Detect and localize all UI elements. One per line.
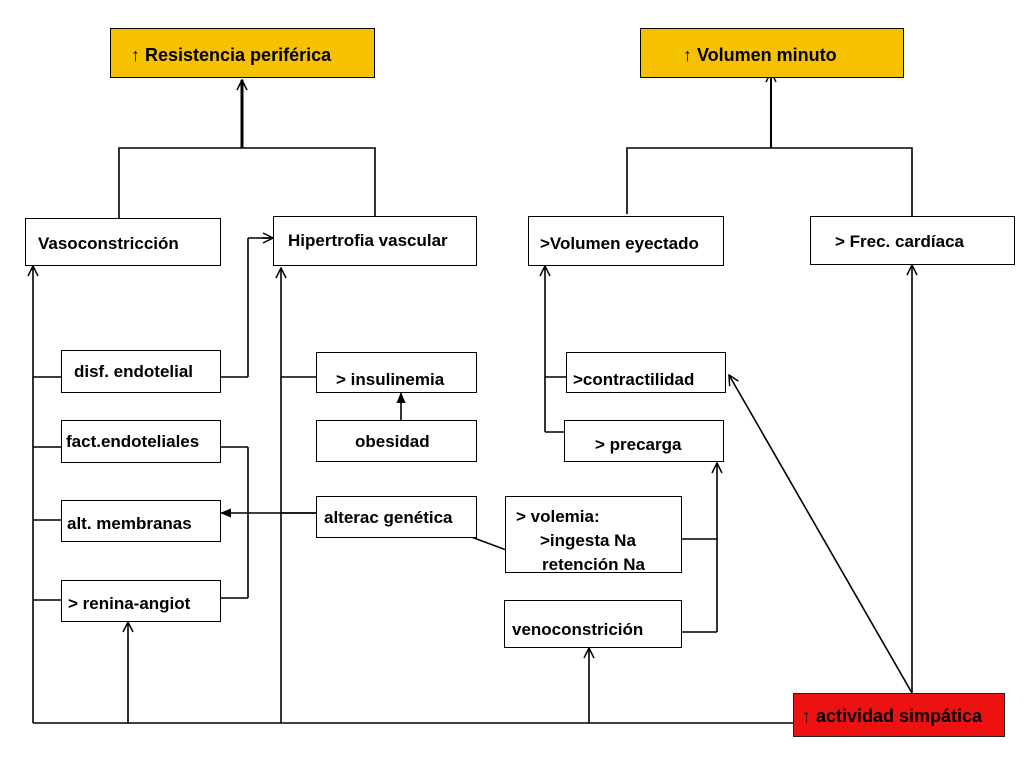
frec-cardiaca-box: > Frec. cardíaca <box>810 216 1015 265</box>
disf-endotelial-box: disf. endotelial <box>61 350 221 393</box>
precarga-label: > precarga <box>595 435 682 454</box>
venoconstricion-label: venoconstrición <box>512 620 644 639</box>
fact-endoteliales-box: fact.endoteliales <box>61 420 221 463</box>
frec-cardiaca-label: > Frec. cardíaca <box>835 232 965 251</box>
renina-angiot-box: > renina-angiot <box>61 580 221 622</box>
obesidad-box: obesidad <box>316 420 477 462</box>
actividad-simpatica-box: ↑ actividad simpática <box>793 693 1005 737</box>
hipertrofia-vascular-label: Hipertrofia vascular <box>288 231 448 250</box>
alterac-genetica-box: alterac genética <box>316 496 477 538</box>
hipertrofia-vascular-box: Hipertrofia vascular <box>273 216 477 266</box>
volumen-minuto-box: ↑ Volumen minuto <box>640 28 904 78</box>
volumen-minuto-label: ↑ Volumen minuto <box>683 45 837 65</box>
precarga-box: > precarga <box>564 420 724 462</box>
vasoconstriccion-connector <box>118 147 376 218</box>
vasoconstriccion-box: Vasoconstricción <box>25 218 221 266</box>
obesidad-label: obesidad <box>355 432 430 451</box>
insulinemia-label: > insulinemia <box>336 370 445 389</box>
contractilidad-box: >contractilidad <box>566 352 726 393</box>
insulinemia-box: > insulinemia <box>316 352 477 393</box>
resistencia-periferica-box: ↑ Resistencia periférica <box>110 28 375 78</box>
alt-membranas-label: alt. membranas <box>67 514 192 533</box>
actividad-simpatica-label: ↑ actividad simpática <box>802 706 983 726</box>
volemia-line1: > volemia: <box>516 507 600 526</box>
alterac-genetica-label: alterac genética <box>324 508 453 527</box>
fact-endoteliales-label: fact.endoteliales <box>66 432 200 451</box>
vasoconstriccion-label: Vasoconstricción <box>38 234 179 253</box>
volumen-eyectado-box: >Volumen eyectado <box>528 216 724 266</box>
alt-membranas-box: alt. membranas <box>61 500 221 542</box>
venoconstricion-box: venoconstrición <box>504 600 682 648</box>
disf-endotelial-label: disf. endotelial <box>74 362 194 381</box>
volemia-line3: retención Na <box>542 555 645 574</box>
volemia-box: > volemia: >ingesta Na retención Na <box>505 496 682 574</box>
resistencia-periferica-label: ↑ Resistencia periférica <box>131 45 332 65</box>
volemia-line2: >ingesta Na <box>540 531 636 550</box>
contractilidad-arrow <box>729 375 913 694</box>
volumen-eyectado-connector <box>626 147 913 216</box>
contractilidad-label: >contractilidad <box>573 370 695 389</box>
renina-angiot-label: > renina-angiot <box>68 594 191 613</box>
volumen-eyectado-label: >Volumen eyectado <box>540 234 699 253</box>
